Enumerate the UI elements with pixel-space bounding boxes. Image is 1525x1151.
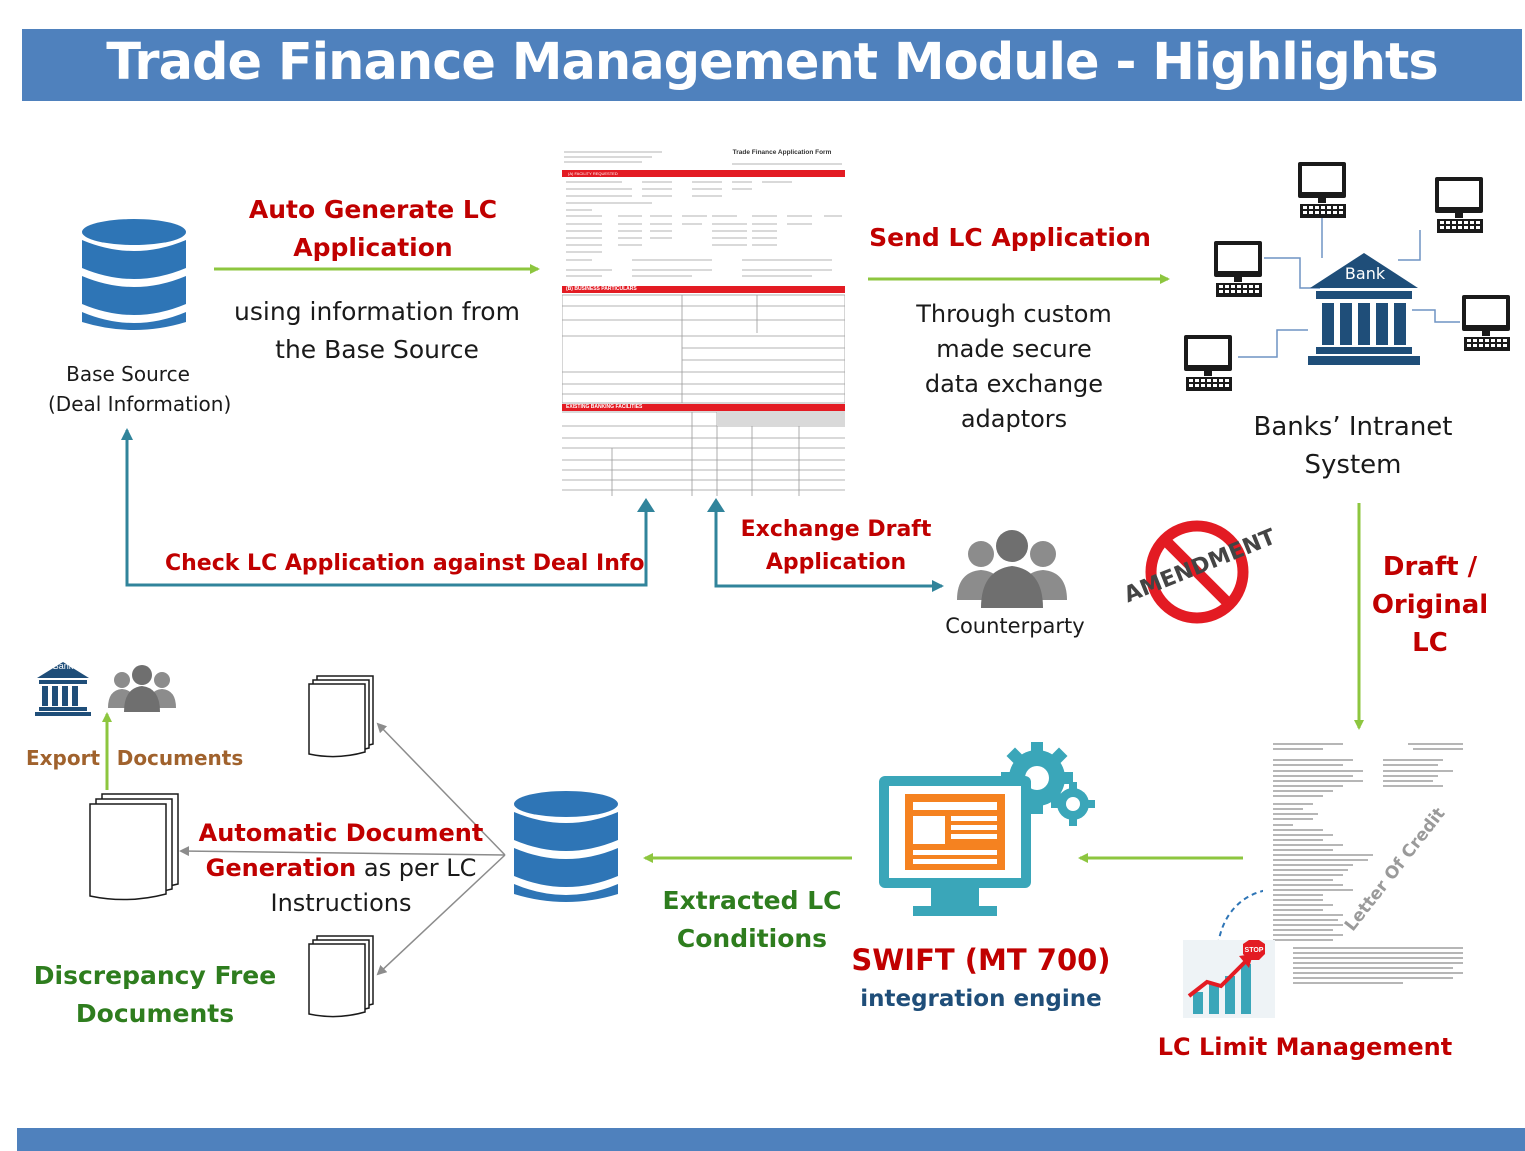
export-bank-label: Bank bbox=[52, 661, 74, 671]
lc-application-form: (A) FACILITY REQUESTED Trade Finance App… bbox=[562, 148, 845, 496]
send-lc-title: Send LC Application bbox=[869, 223, 1151, 252]
bank-network-icon bbox=[1184, 162, 1510, 391]
footer-bar bbox=[17, 1128, 1525, 1151]
base-source-label: Base Source (Deal Information) bbox=[48, 362, 232, 416]
bank-building-icon bbox=[1308, 253, 1420, 365]
draft-original-label: Draft / Original LC bbox=[1371, 552, 1489, 658]
extracted-conditions-label: Extracted LC Conditions bbox=[662, 886, 842, 953]
computer-icon bbox=[1184, 335, 1232, 391]
lc-limit-label: LC Limit Management bbox=[1157, 1033, 1453, 1061]
auto-doc-generation-label: Automatic Document Generation as per LC … bbox=[198, 819, 484, 917]
send-lc-subtitle: Through custom made secure data exchange… bbox=[916, 300, 1112, 433]
exchange-draft-arrow bbox=[707, 498, 944, 592]
swift-engine-icon bbox=[879, 742, 1095, 916]
swift-lc-document bbox=[1263, 738, 1470, 995]
title-bar: Trade Finance Management Module - Highli… bbox=[22, 29, 1522, 101]
stop-sign-label: STOP bbox=[1244, 947, 1264, 954]
exchange-draft-label: Exchange Draft Application bbox=[740, 517, 932, 575]
bank-icon-label: Bank bbox=[1344, 264, 1386, 283]
page-title: Trade Finance Management Module - Highli… bbox=[106, 33, 1439, 92]
gear-icon bbox=[1051, 782, 1095, 826]
counterparty-label: Counterparty bbox=[945, 614, 1085, 638]
database-icon bbox=[514, 791, 618, 902]
computer-icon bbox=[1298, 162, 1346, 218]
auto-generate-subtitle: using information from the Base Source bbox=[234, 297, 520, 364]
document-stack-icon bbox=[89, 793, 179, 901]
auto-generate-title: Auto Generate LC Application bbox=[248, 195, 498, 262]
people-icon bbox=[108, 665, 176, 712]
computer-icon bbox=[1435, 177, 1483, 233]
check-lc-label: Check LC Application against Deal Info bbox=[165, 551, 645, 576]
documents-label: Documents bbox=[116, 746, 244, 770]
doc-fanout-arrows bbox=[179, 722, 506, 976]
export-label: Export bbox=[25, 746, 101, 770]
swift-engine-title: SWIFT (MT 700) bbox=[851, 943, 1111, 977]
lc-limit-chart-icon bbox=[1183, 940, 1275, 1018]
svg-text:(A) FACILITY REQUESTED: (A) FACILITY REQUESTED bbox=[568, 171, 618, 176]
form-title: Trade Finance Application Form bbox=[732, 149, 832, 156]
amendment-prohibited-icon bbox=[1145, 520, 1249, 624]
discrepancy-free-label: Discrepancy Free Documents bbox=[33, 961, 277, 1028]
document-stack-icon bbox=[308, 935, 374, 1018]
swift-doc-lines bbox=[1263, 738, 1470, 995]
bank-building-icon bbox=[35, 662, 91, 716]
check-lc-arrow bbox=[121, 428, 655, 587]
document-stack-icon bbox=[308, 675, 374, 758]
counterparty-icon bbox=[957, 530, 1067, 608]
swift-engine-subtitle: integration engine bbox=[860, 986, 1102, 1012]
form-section-b: (B) BUSINESS PARTICULARS bbox=[566, 286, 637, 292]
banks-intranet-label: Banks’ Intranet System bbox=[1253, 412, 1453, 480]
form-section-c: EXISTING BANKING FACILITIES bbox=[566, 404, 643, 410]
database-icon bbox=[82, 219, 186, 330]
computer-icon bbox=[1214, 241, 1262, 297]
form-lines: (A) FACILITY REQUESTED bbox=[562, 151, 845, 496]
computer-icon bbox=[1462, 295, 1510, 351]
